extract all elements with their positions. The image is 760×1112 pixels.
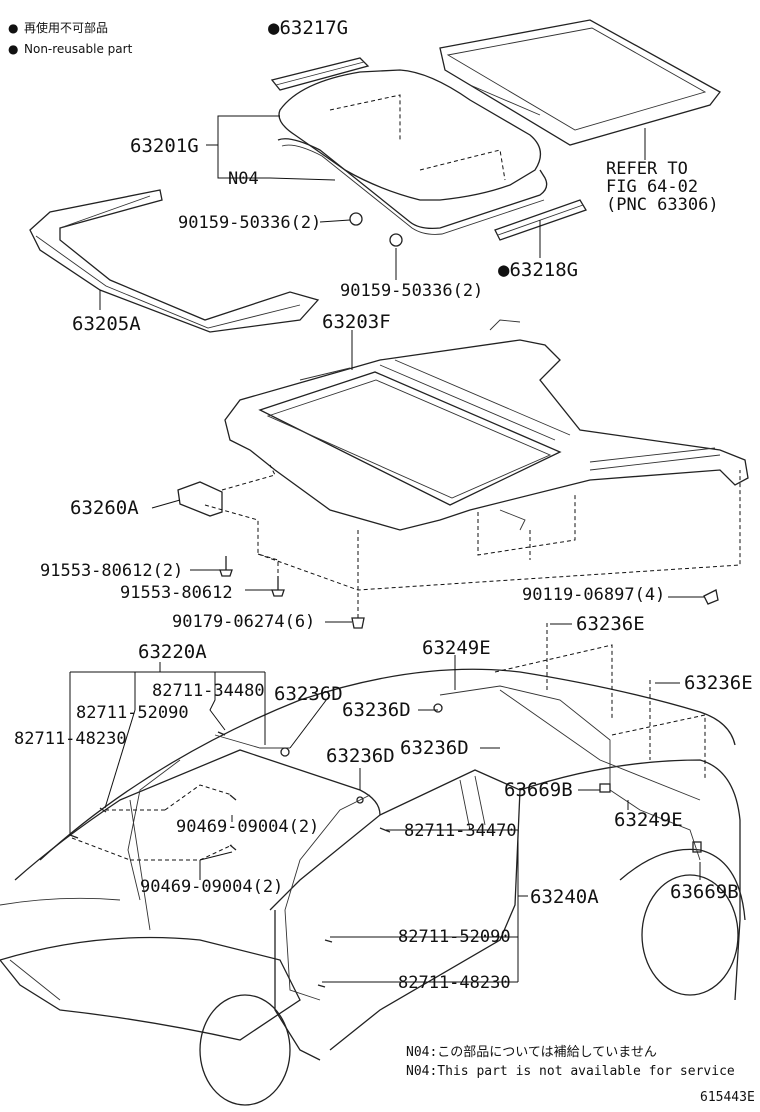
vehicle-group <box>0 623 746 1106</box>
label-90179: 90179-06274(6) <box>172 612 315 632</box>
footnotes: N04:この部品については補給していません N04:This part is n… <box>406 1045 755 1105</box>
label-82711-34480: 82711-34480 <box>152 681 265 701</box>
label-bolt-a: 90159-50336(2) <box>178 213 321 233</box>
door-icon <box>329 769 521 1051</box>
bolt-icon <box>349 212 363 226</box>
label-63236d-4: 63236D <box>400 737 469 759</box>
label-63236d-3: 63236D <box>326 745 395 767</box>
label-91553-2: 91553-80612(2) <box>40 561 183 581</box>
roof-outline-icon <box>39 668 736 861</box>
label-82711-48230-b: 82711-48230 <box>398 973 511 993</box>
front-wheel-icon <box>199 994 291 1106</box>
label-63669b-1: 63669B <box>504 779 573 801</box>
bolt-icon <box>389 233 403 247</box>
label-63201g: 63201G <box>130 135 199 157</box>
housing-group <box>177 319 749 629</box>
label-refer-2: FIG 64-02 <box>606 177 698 197</box>
label-n04: N04 <box>228 169 259 189</box>
rear-wheel-arch-icon <box>619 848 746 921</box>
legend-en: ● <box>8 42 18 56</box>
label-63217g: ●63217G <box>268 17 348 39</box>
note-en: N04:This part is not available for servi… <box>406 1064 735 1079</box>
label-90469-b: 90469-09004(2) <box>140 877 283 897</box>
note-jp: N04:この部品については補給していません <box>406 1045 657 1060</box>
weatherstrip-63217g-icon <box>270 57 370 91</box>
legend-jp-text: 再使用不可部品 <box>24 20 108 35</box>
label-63236e-2: 63236E <box>684 672 753 694</box>
label-63240a: 63240A <box>530 886 599 908</box>
label-63203f: 63203F <box>322 311 391 333</box>
sunroof-housing-icon <box>224 339 749 531</box>
screw-icon <box>271 576 285 597</box>
rear-wheel-icon <box>641 874 739 996</box>
label-63218g: ●63218G <box>498 259 578 281</box>
sunshade-icon <box>439 19 721 146</box>
label-refer-1: REFER TO <box>606 159 688 179</box>
label-82711-48230-a: 82711-48230 <box>14 729 127 749</box>
sunroof-glass-icon <box>278 69 542 201</box>
label-63236d-1: 63236D <box>274 683 343 705</box>
hood-icon <box>0 936 301 1041</box>
screw-icon <box>703 589 719 605</box>
label-63236d-2: 63236D <box>342 699 411 721</box>
label-90119: 90119-06897(4) <box>522 585 665 605</box>
label-82711-52090-a: 82711-52090 <box>76 703 189 723</box>
glass-seal-n04-icon <box>277 138 548 230</box>
bracket-63260a-icon <box>177 481 223 517</box>
label-63205a: 63205A <box>72 313 141 335</box>
leader-lines <box>69 115 704 983</box>
housing-opening-icon <box>258 371 562 506</box>
label-91553: 91553-80612 <box>120 583 233 603</box>
screw-icon <box>351 617 365 629</box>
legend-jp: ● <box>8 21 18 35</box>
figure-id: 615443E <box>700 1090 755 1105</box>
label-bolt-b: 90159-50336(2) <box>340 281 483 301</box>
legend: ● 再使用不可部品 ● Non-reusable part <box>8 20 133 56</box>
label-82711-34470: 82711-34470 <box>404 821 517 841</box>
label-82711-52090-b: 82711-52090 <box>398 927 511 947</box>
glass-panel-group <box>29 19 721 333</box>
screw-icon <box>219 556 233 577</box>
label-90469-a: 90469-09004(2) <box>176 817 319 837</box>
part-labels: ●63217G 63201G N04 REFER TO FIG 64-02 (P… <box>14 17 753 993</box>
label-63249e-1: 63249E <box>422 637 491 659</box>
label-63249e-2: 63249E <box>614 809 683 831</box>
drain-hose-icon <box>214 734 290 749</box>
legend-en-text: Non-reusable part <box>24 42 133 56</box>
label-63260a: 63260A <box>70 497 139 519</box>
drain-hose-icon <box>439 685 701 861</box>
label-63236e-1: 63236E <box>576 613 645 635</box>
weatherstrip-63218g-icon <box>494 199 587 241</box>
label-63669b-2: 63669B <box>670 881 739 903</box>
sunroof-frame-63205a-icon <box>29 189 320 333</box>
label-63220a: 63220A <box>138 641 207 663</box>
label-refer-3: (PNC 63306) <box>606 195 719 215</box>
